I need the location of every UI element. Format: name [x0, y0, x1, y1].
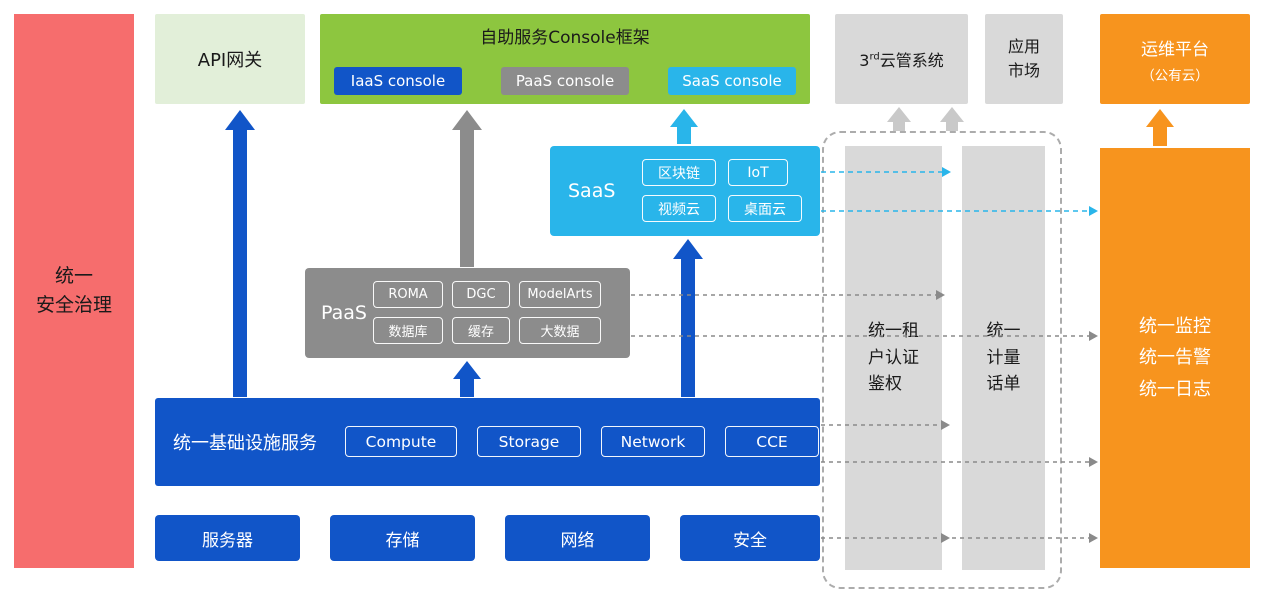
arrow-infra-to-paas: [453, 361, 481, 397]
console-items: IaaS console PaaS console SaaS console: [334, 67, 796, 95]
security-governance-bar: 统一 安全治理: [14, 14, 134, 568]
label-line: 统一租: [868, 321, 919, 342]
arrow-saas-to-console: [670, 109, 698, 144]
hardware-box-server: 服务器: [155, 515, 300, 561]
api-gateway-box: API网关: [155, 14, 305, 104]
metering-billing-bar: 统一 计量 话单: [962, 146, 1045, 570]
label-line: 统一: [986, 321, 1021, 342]
monitoring-alarm-log-label: 统一监控 统一告警 统一日志: [1139, 311, 1211, 406]
label-line: 安全治理: [35, 294, 112, 316]
paas-console-box: PaaS console: [501, 67, 629, 95]
hardware-box-network: 网络: [505, 515, 650, 561]
saas-chip-iot: IoT: [728, 159, 788, 186]
monitoring-alarm-log-bar: 统一监控 统一告警 统一日志: [1100, 148, 1250, 568]
label-line: 市场: [1007, 61, 1040, 80]
dashed-infra-to-monitor-head: [1089, 457, 1098, 467]
iaas-console-box: IaaS console: [334, 67, 462, 95]
hardware-box-server-label: 服务器: [202, 530, 253, 551]
infrastructure-services-bar: 统一基础设施服务 Compute Storage Network CCE: [155, 398, 820, 486]
third-party-cloud-mgmt-label: 3rd云管系统: [859, 51, 944, 70]
iaas-console-label: IaaS console: [350, 72, 446, 90]
arrow-monitor-to-om-platform: [1146, 109, 1174, 146]
paas-chips: ROMA DGC ModelArts 数据库 缓存 大数据: [373, 281, 601, 344]
infra-chips: Compute Storage Network CCE: [345, 426, 819, 457]
arrow-paas-to-console: [452, 110, 482, 267]
dashed-paas-to-monitor-head: [1089, 331, 1098, 341]
arrow-auth-to-third-cloud: [887, 107, 911, 131]
paas-console-label: PaaS console: [515, 72, 615, 90]
metering-billing-label: 统一 计量 话单: [987, 318, 1021, 397]
infra-chip-network: Network: [601, 426, 705, 457]
paas-chip-bigdata: 大数据: [519, 317, 601, 344]
paas-chip-cache: 缓存: [452, 317, 510, 344]
arrow-billing-to-third-cloud: [940, 107, 964, 131]
paas-layer-box: PaaS ROMA DGC ModelArts 数据库 缓存 大数据: [305, 268, 630, 358]
infra-chip-storage: Storage: [477, 426, 581, 457]
app-market-box: 应用 市场: [985, 14, 1063, 104]
security-governance-label: 统一 安全治理: [36, 262, 112, 321]
paas-chip-modelarts: ModelArts: [519, 281, 601, 308]
saas-chip-desktop-cloud: 桌面云: [728, 195, 802, 222]
label-line: 鉴权: [868, 374, 902, 395]
saas-chip-video-cloud: 视频云: [642, 195, 716, 222]
paas-chip-dgc: DGC: [452, 281, 510, 308]
om-platform-label: 运维平台 （公有云）: [1141, 35, 1209, 84]
label-line: 统一日志: [1139, 378, 1211, 400]
arrow-infra-to-api-gateway: [225, 110, 255, 397]
dashed-saas-to-monitor-head: [1089, 206, 1098, 216]
label-line: 户认证: [868, 347, 919, 368]
arrow-infra-to-saas: [673, 239, 703, 397]
saas-console-label: SaaS console: [682, 72, 782, 90]
paas-chip-database: 数据库: [373, 317, 443, 344]
infra-chip-compute: Compute: [345, 426, 457, 457]
dashed-hardware-to-monitor-head: [1089, 533, 1098, 543]
console-framework-title: 自助服务Console框架: [480, 28, 650, 48]
saas-chip-blockchain: 区块链: [642, 159, 716, 186]
label-line: 话单: [986, 374, 1021, 395]
om-platform-box: 运维平台 （公有云）: [1100, 14, 1250, 104]
paas-chip-roma: ROMA: [373, 281, 443, 308]
label-line: 应用: [1007, 37, 1040, 56]
tenant-auth-bar: 统一租 户认证 鉴权: [845, 146, 942, 570]
hardware-box-storage-label: 存储: [385, 530, 420, 551]
saas-chips: 区块链 IoT 视频云 桌面云: [642, 159, 802, 231]
tenant-auth-label: 统一租 户认证 鉴权: [868, 318, 919, 397]
label-line: 统一: [54, 264, 93, 287]
infra-chip-cce: CCE: [725, 426, 819, 457]
saas-layer-label: SaaS: [568, 180, 616, 202]
label-line: 计量: [986, 347, 1021, 368]
label-line: 统一告警: [1139, 347, 1211, 369]
label-line: 运维平台: [1141, 39, 1209, 60]
app-market-label: 应用 市场: [1008, 35, 1040, 83]
api-gateway-label: API网关: [197, 50, 263, 71]
hardware-box-security-label: 安全: [733, 530, 767, 551]
label-line: （公有云）: [1141, 67, 1209, 84]
label-line: 统一监控: [1139, 315, 1211, 337]
third-party-cloud-mgmt-box: 3rd云管系统: [835, 14, 968, 104]
shared-services-dashed-group: [822, 131, 1062, 589]
hardware-box-security: 安全: [680, 515, 820, 561]
hardware-box-storage: 存储: [330, 515, 475, 561]
infrastructure-services-label: 统一基础设施服务: [173, 433, 317, 454]
console-framework-box: 自助服务Console框架 IaaS console PaaS console …: [320, 14, 810, 104]
hardware-box-network-label: 网络: [560, 530, 595, 551]
saas-layer-box: SaaS 区块链 IoT 视频云 桌面云: [550, 146, 820, 236]
paas-layer-label: PaaS: [321, 302, 367, 324]
saas-console-box: SaaS console: [668, 67, 796, 95]
